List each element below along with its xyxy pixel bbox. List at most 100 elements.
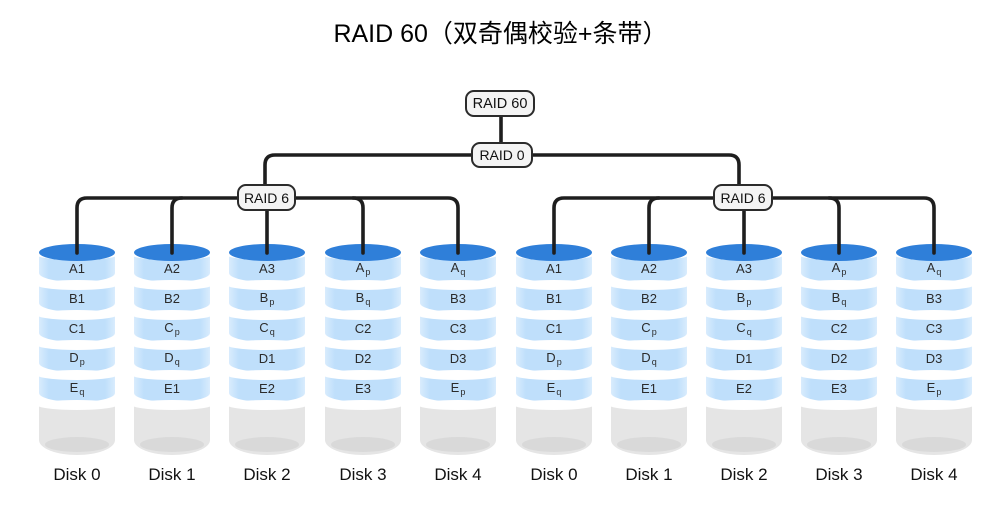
- stripe-label: D2: [354, 351, 372, 366]
- stripe-block: E1: [609, 370, 689, 402]
- stripe-block: Eq: [514, 370, 594, 402]
- raid0-node: RAID 0: [471, 142, 533, 168]
- disk-top-ellipse: [420, 244, 496, 261]
- stripe-label: Ep: [926, 379, 942, 398]
- wire-stripe-to-right-group: [531, 153, 741, 187]
- stripe-label: E3: [831, 381, 847, 396]
- stripe-label: Dp: [546, 349, 562, 368]
- stripe-block: D2: [323, 340, 403, 372]
- stripe-block: C2: [799, 310, 879, 342]
- stripe-label: E1: [641, 381, 657, 396]
- stripe-label: Bp: [736, 289, 752, 308]
- stripe-block: B3: [894, 280, 974, 312]
- stripe-block: C3: [894, 310, 974, 342]
- stripe-block: C3: [418, 310, 498, 342]
- stripe-block: Ep: [894, 370, 974, 402]
- stripe-label: Dp: [69, 349, 85, 368]
- stripe-label: D2: [830, 351, 848, 366]
- stripe-label: Eq: [69, 379, 85, 398]
- disk-empty-region: [227, 400, 307, 455]
- disk-bottom-ellipse: [45, 437, 109, 452]
- stripe-block: Ep: [418, 370, 498, 402]
- stripe-label: C1: [545, 321, 563, 336]
- disk-top-ellipse: [229, 244, 305, 261]
- stripe-block: E1: [132, 370, 212, 402]
- disk-bottom-ellipse: [902, 437, 966, 452]
- disk-empty-region: [37, 400, 117, 455]
- stripe-subscript: q: [936, 267, 942, 278]
- disk-label: Disk 3: [815, 465, 863, 484]
- stripe-label: Bq: [831, 289, 847, 308]
- stripe-block: B3: [418, 280, 498, 312]
- stripe-label: B2: [164, 291, 180, 306]
- disk-empty-region: [704, 400, 784, 455]
- stripe-label: B2: [641, 291, 657, 306]
- stripe-subscript: q: [651, 357, 657, 368]
- stripe-subscript: q: [174, 357, 180, 368]
- stripe-label: Dq: [164, 349, 180, 368]
- stripe-block: E3: [323, 370, 403, 402]
- stripe-label: Ep: [450, 379, 466, 398]
- stripe-subscript: p: [936, 387, 942, 398]
- disk-label: Disk 0: [53, 465, 101, 484]
- stripe-subscript: p: [174, 327, 180, 338]
- stripe-subscript: p: [746, 297, 752, 308]
- disk-label: Disk 0: [530, 465, 578, 484]
- stripe-block: Cq: [704, 310, 784, 342]
- stripe-block: Cq: [227, 310, 307, 342]
- stripe-label: A1: [546, 261, 562, 276]
- stripe-label: C2: [830, 321, 848, 336]
- raid6-node-right: RAID 6: [713, 184, 773, 211]
- disk-empty-region: [894, 400, 974, 455]
- stripe-subscript: p: [651, 327, 657, 338]
- stripe-subscript: p: [79, 357, 85, 368]
- stripe-subscript: q: [460, 267, 466, 278]
- disk-empty-region: [418, 400, 498, 455]
- stripe-label: A3: [259, 261, 275, 276]
- stripe-label: Ap: [355, 259, 371, 278]
- stripe-label: Cp: [164, 319, 180, 338]
- raid60-node: RAID 60: [465, 90, 535, 117]
- disk-empty-region: [799, 400, 879, 455]
- disk-label: Disk 2: [720, 465, 768, 484]
- disk-bottom-ellipse: [331, 437, 395, 452]
- diagram-title: RAID 60（双奇偶校验+条带）: [333, 20, 668, 48]
- stripe-label: Aq: [926, 259, 942, 278]
- stripe-subscript: q: [746, 327, 752, 338]
- stripe-label: Cp: [641, 319, 657, 338]
- stripe-block: Bp: [227, 280, 307, 312]
- stripe-label: Bq: [355, 289, 371, 308]
- stripe-block: B1: [37, 280, 117, 312]
- stripe-label: B1: [69, 291, 85, 306]
- disk-label: Disk 3: [339, 465, 387, 484]
- disk-top-ellipse: [134, 244, 210, 261]
- disk-empty-region: [514, 400, 594, 455]
- stripe-subscript: p: [841, 267, 847, 278]
- stripe-block: C2: [323, 310, 403, 342]
- stripe-block: Bq: [323, 280, 403, 312]
- stripe-label: D1: [258, 351, 276, 366]
- stripe-label: Eq: [546, 379, 562, 398]
- stripe-block: D3: [418, 340, 498, 372]
- disk-top-ellipse: [516, 244, 592, 261]
- stripe-subscript: q: [79, 387, 85, 398]
- stripe-label: B3: [926, 291, 942, 306]
- disk-bottom-ellipse: [235, 437, 299, 452]
- stripe-label: Bp: [259, 289, 275, 308]
- stripe-label: E3: [355, 381, 371, 396]
- stripe-label: C2: [354, 321, 372, 336]
- stripe-subscript: q: [841, 297, 847, 308]
- disk-bottom-ellipse: [712, 437, 776, 452]
